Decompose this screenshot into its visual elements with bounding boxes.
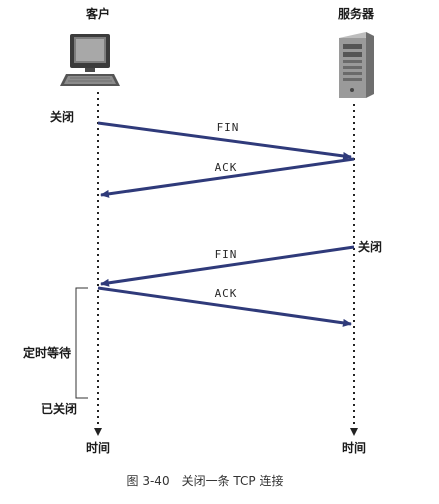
fin-label-2: FIN bbox=[215, 248, 238, 261]
client-close-label: 关闭 bbox=[50, 109, 74, 124]
client-timeline-arrowhead bbox=[94, 428, 102, 436]
figure-caption: 图 3-40 关闭一条 TCP 连接 bbox=[127, 473, 284, 488]
server-timeline-arrowhead bbox=[350, 428, 358, 436]
server-close-label: 关闭 bbox=[358, 239, 382, 254]
server-time-label: 时间 bbox=[342, 440, 366, 455]
ack-label-2: ACK bbox=[215, 287, 238, 300]
ack-arrow-client-to-server bbox=[97, 286, 352, 327]
timed-wait-bracket bbox=[75, 287, 88, 399]
computer-icon bbox=[60, 34, 120, 86]
client-closed-label: 已关闭 bbox=[41, 401, 77, 416]
server-label: 服务器 bbox=[338, 6, 375, 21]
fin-label-1: FIN bbox=[217, 121, 240, 134]
client-time-label: 时间 bbox=[86, 440, 110, 455]
server-tower-icon bbox=[339, 32, 374, 98]
fin-arrow-client-to-server bbox=[97, 121, 352, 160]
fin-arrow-server-to-client bbox=[100, 245, 355, 287]
ack-arrow-server-to-client bbox=[100, 157, 355, 198]
client-label: 客户 bbox=[85, 6, 110, 21]
timed-wait-label: 定时等待 bbox=[23, 345, 71, 360]
ack-label-1: ACK bbox=[215, 161, 238, 174]
